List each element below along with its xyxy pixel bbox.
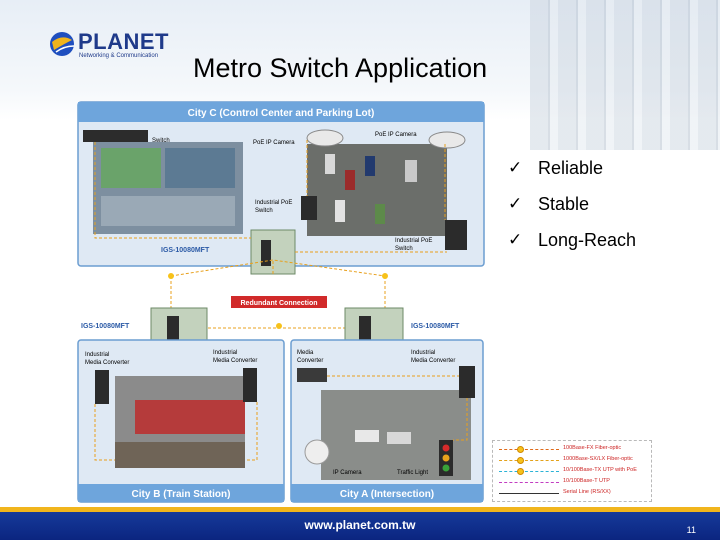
legend-label: Serial Line (RS/XX) <box>563 489 611 495</box>
footer-url: www.planet.com.tw <box>304 518 416 532</box>
metro-network-diagram: City C (Control Center and Parking Lot) … <box>77 101 485 503</box>
server-rack-image <box>530 0 720 150</box>
legend-line-icon <box>499 493 559 494</box>
label-imc-b2-2: Media Converter <box>213 358 257 364</box>
legend-label: 10/100Base-TX UTP with PoE <box>563 467 637 473</box>
label-poe-cam-2: PoE IP Camera <box>375 132 417 138</box>
label-poe-cam-1: PoE IP Camera <box>253 140 295 146</box>
connector-icon <box>517 446 524 453</box>
cable-legend: 100Base-FX Fiber-optic 1000Base-SX/LX Fi… <box>492 440 652 502</box>
city-c-title: City C (Control Center and Parking Lot) <box>188 108 375 119</box>
label-imc-b2: Industrial <box>213 350 237 356</box>
connector-icon <box>517 468 524 475</box>
label-industrial-poe-2: Switch <box>255 208 273 214</box>
checkmark-icon: ✓ <box>508 230 523 249</box>
page-number: 11 <box>686 525 696 535</box>
city-c-panel: City C (Control Center and Parking Lot) … <box>77 101 485 275</box>
legend-item: 10/100Base-T UTP <box>497 478 651 488</box>
legend-item: 1000Base-SX/LX Fiber-optic <box>497 456 651 466</box>
legend-line-icon <box>499 449 559 450</box>
legend-line-icon <box>499 482 559 483</box>
checkmark-icon: ✓ <box>508 194 523 213</box>
brand-name: PLANET <box>78 29 169 54</box>
feature-item: ✓ Stable <box>508 186 636 222</box>
legend-item: 10/100Base-TX UTP with PoE <box>497 467 651 477</box>
legend-label: 1000Base-SX/LX Fiber-optic <box>563 456 633 462</box>
label-industrial-poe: Industrial PoE <box>255 200 292 206</box>
footer: www.planet.com.tw 11 <box>0 512 720 540</box>
label-igs-a: IGS-10080MFT <box>411 323 460 330</box>
label-igs-c: IGS-10080MFT <box>161 247 210 254</box>
label-mc-a: Media <box>297 350 314 356</box>
legend-label: 10/100Base-T UTP <box>563 478 610 484</box>
label-imc-a-2: Media Converter <box>411 358 455 364</box>
label-imc-b1-2: Media Converter <box>85 360 129 366</box>
feature-item: ✓ Long-Reach <box>508 222 636 258</box>
label-traffic-light: Traffic Light <box>397 470 428 476</box>
feature-text: Long-Reach <box>538 229 637 250</box>
legend-item: Serial Line (RS/XX) <box>497 489 651 499</box>
header: PLANET Networking & Communication Metro … <box>0 0 720 150</box>
label-switch: Switch <box>152 138 170 144</box>
label-imc-b1: Industrial <box>85 352 109 358</box>
label-mc-a-2: Converter <box>297 358 323 364</box>
label-imc-a: Industrial <box>411 350 435 356</box>
feature-item: ✓ Reliable <box>508 150 636 186</box>
checkmark-icon: ✓ <box>508 158 523 177</box>
feature-text: Reliable <box>538 157 604 178</box>
label-industrial-poe-sw: Industrial PoE <box>395 238 432 244</box>
page-title: Metro Switch Application <box>193 53 488 83</box>
label-ip-camera: IP Camera <box>333 470 362 476</box>
city-b-title: City B (Train Station) <box>132 489 231 500</box>
connector-icon <box>517 457 524 464</box>
legend-item: 100Base-FX Fiber-optic <box>497 445 651 455</box>
redundant-label: Redundant Connection <box>241 300 318 307</box>
footer-accent-band <box>0 507 720 512</box>
city-b-panel: City B (Train Station) Industrial Media … <box>77 339 285 503</box>
city-a-title: City A (Intersection) <box>340 489 434 500</box>
legend-line-icon <box>499 460 559 461</box>
label-industrial-poe-sw-2: Switch <box>395 246 413 252</box>
city-a-panel: City A (Intersection) Media Converter In… <box>290 339 484 503</box>
planet-logo: PLANET Networking & Communication <box>48 28 169 68</box>
globe-icon <box>50 32 75 56</box>
feature-list: ✓ Reliable ✓ Stable ✓ Long-Reach <box>508 150 636 258</box>
legend-label: 100Base-FX Fiber-optic <box>563 445 622 451</box>
legend-line-icon <box>499 471 559 472</box>
label-igs-b: IGS-10080MFT <box>81 323 130 330</box>
brand-tagline: Networking & Communication <box>79 53 159 59</box>
feature-text: Stable <box>538 193 590 214</box>
